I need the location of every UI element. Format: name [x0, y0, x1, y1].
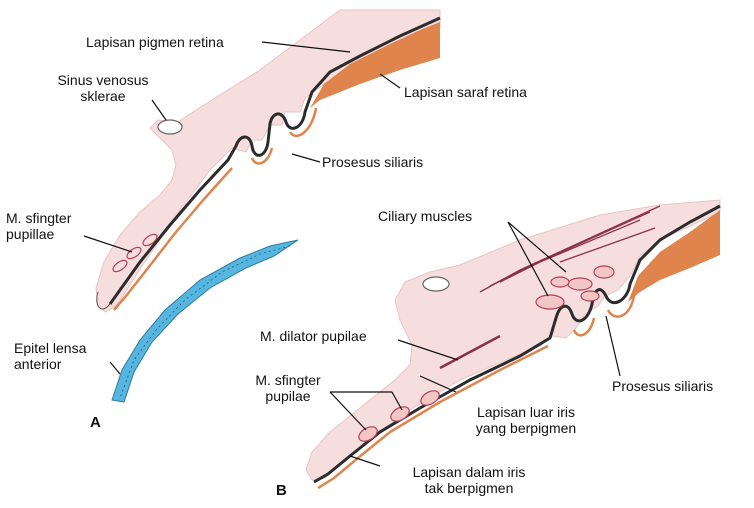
label-lapisan-dalam-iris: Lapisan dalam iris tak berpigmen: [394, 464, 544, 496]
label-dilator-pupilae: M. dilator pupilae: [260, 328, 367, 344]
label-epitel-line2: anterior: [14, 356, 86, 372]
label-luar-line1: Lapisan luar iris: [456, 404, 596, 420]
label-ciliary-muscles: Ciliary muscles: [378, 208, 472, 224]
label-sfingter-b-line1: M. sfingter: [238, 372, 338, 388]
label-epitel-line1: Epitel lensa: [14, 340, 86, 356]
label-sfingter-b: M. sfingter pupilae: [238, 372, 338, 404]
label-sfingter-b-line2: pupilae: [238, 388, 338, 404]
label-dalam-line1: Lapisan dalam iris: [394, 464, 544, 480]
panel-label-b: B: [276, 482, 287, 499]
panel-label-a: A: [90, 414, 101, 431]
panel-b-drawing: [306, 200, 720, 488]
label-lapisan-saraf-retina: Lapisan saraf retina: [404, 84, 527, 100]
sinus-venosus-b: [423, 277, 449, 291]
label-luar-line2: yang berpigmen: [456, 420, 596, 436]
label-dalam-line2: tak berpigmen: [394, 480, 544, 496]
sinus-venosus-a: [158, 120, 182, 134]
label-prosesus-siliaris-a: Prosesus siliaris: [322, 154, 423, 170]
label-lapisan-luar-iris: Lapisan luar iris yang berpigmen: [456, 404, 596, 436]
label-epitel-lensa: Epitel lensa anterior: [14, 340, 86, 372]
label-lapisan-pigmen-retina: Lapisan pigmen retina: [86, 34, 224, 50]
label-sfingter-a: M. sfingter pupillae: [6, 210, 71, 242]
label-prosesus-siliaris-b: Prosesus siliaris: [612, 378, 713, 394]
label-sinus-line2: sklerae: [48, 88, 158, 104]
label-sfingter-a-line2: pupillae: [6, 226, 71, 242]
label-sinus-line1: Sinus venosus: [48, 72, 158, 88]
label-sfingter-a-line1: M. sfingter: [6, 210, 71, 226]
label-sinus-venosus: Sinus venosus sklerae: [48, 72, 158, 104]
